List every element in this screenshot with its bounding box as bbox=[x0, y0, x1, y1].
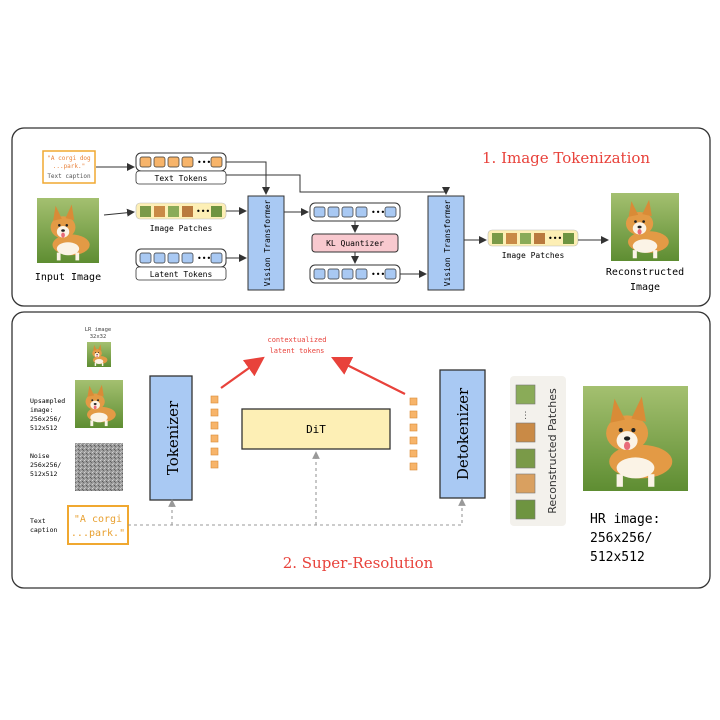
noise-label-1: Noise bbox=[30, 452, 50, 460]
caption-quote-2: ...park." bbox=[71, 528, 125, 539]
latent-tokens: ••• bbox=[139, 252, 223, 264]
text-tokens-label: Text Tokens bbox=[155, 174, 208, 183]
vision-transformer-right bbox=[427, 195, 465, 291]
lr-image bbox=[87, 342, 111, 367]
tokenizer-block bbox=[149, 375, 193, 501]
reconstructed-label-2: Image bbox=[630, 282, 660, 293]
conditioning-flows bbox=[128, 451, 466, 526]
svg-text:•••: ••• bbox=[371, 208, 385, 217]
svg-text:•••: ••• bbox=[371, 270, 385, 279]
latent-token-column-left bbox=[210, 395, 219, 469]
output-patch-tiles: ••• bbox=[492, 233, 574, 244]
lr-image-label-1: LR image bbox=[85, 327, 112, 333]
text-tokens-label-box bbox=[135, 170, 227, 185]
latent-token-column-right bbox=[409, 397, 418, 471]
noise-image bbox=[75, 443, 123, 491]
super-resolution-title: 2. Super-Resolution bbox=[283, 554, 434, 572]
svg-text:•••: ••• bbox=[548, 234, 562, 243]
output-patches-label: Image Patches bbox=[502, 251, 565, 260]
lr-image-label-2: 32x32 bbox=[90, 334, 107, 340]
noise-label-2: 256x256/ bbox=[30, 461, 61, 469]
caption-quote-1: "A corgi bbox=[74, 514, 122, 525]
contextualized-label-2: latent tokens bbox=[270, 347, 325, 355]
hr-image-label-2: 256x256/ bbox=[590, 531, 653, 546]
upsampled-label-2: image: bbox=[30, 406, 53, 414]
dit-block bbox=[241, 408, 391, 450]
hr-image-label-3: 512x512 bbox=[590, 550, 645, 565]
tokenization-title: 1. Image Tokenization bbox=[482, 149, 650, 167]
svg-text:•••: ••• bbox=[196, 207, 210, 216]
latent-tokens-label-box bbox=[135, 266, 227, 281]
contextualized-label-1: contextualized bbox=[267, 336, 326, 344]
upsampled-image bbox=[75, 380, 123, 428]
detokenizer-block bbox=[439, 369, 486, 499]
reconstructed-patches-label: Reconstructed Patches bbox=[546, 388, 559, 514]
quantized-latent-tokens: ••• bbox=[313, 268, 397, 280]
text-caption-label-1: Text bbox=[30, 517, 46, 525]
vision-transformer-left-label: Vision Transformer bbox=[263, 199, 272, 286]
input-image-label: Input Image bbox=[35, 272, 101, 283]
vision-transformer-left bbox=[247, 195, 285, 291]
reconstructed-patch-tiles bbox=[515, 384, 536, 520]
hr-image bbox=[583, 386, 688, 491]
caption-line-3: Text caption bbox=[47, 173, 91, 180]
noise-label-3: 512x512 bbox=[30, 470, 57, 478]
image-patches-label: Image Patches bbox=[150, 224, 213, 233]
text-caption-label-2: caption bbox=[30, 526, 57, 534]
kl-quantizer-label: KL Quantizer bbox=[326, 239, 384, 248]
vision-transformer-right-label: Vision Transformer bbox=[443, 199, 452, 286]
image-patch-tiles: ••• bbox=[140, 206, 222, 217]
patches-ellipsis: ⋮ bbox=[521, 411, 530, 421]
caption-box bbox=[42, 150, 96, 184]
contextualized-arrows bbox=[220, 356, 406, 395]
upsampled-label-4: 512x512 bbox=[30, 424, 57, 432]
tokenizer-label: Tokenizer bbox=[164, 400, 182, 475]
reconstructed-image bbox=[611, 193, 679, 261]
svg-text:•••: ••• bbox=[197, 158, 211, 167]
tokenization-arrows bbox=[96, 161, 609, 278]
caption-line-2: ...park." bbox=[53, 163, 86, 170]
reconstructed-label-1: Reconstructed bbox=[606, 267, 684, 278]
upsampled-label-1: Upsampled bbox=[30, 397, 65, 405]
svg-text:•••: ••• bbox=[197, 254, 211, 263]
caption-line-1: "A corgi dog bbox=[47, 155, 91, 162]
encoded-latent-tokens: ••• bbox=[313, 206, 397, 218]
text-tokens: ••• bbox=[139, 156, 223, 168]
latent-tokens-label: Latent Tokens bbox=[150, 270, 213, 279]
dit-label: DiT bbox=[306, 423, 326, 436]
input-image bbox=[37, 198, 99, 263]
hr-image-label-1: HR image: bbox=[590, 512, 660, 527]
detokenizer-label: Detokenizer bbox=[454, 387, 472, 480]
upsampled-label-3: 256x256/ bbox=[30, 415, 61, 423]
